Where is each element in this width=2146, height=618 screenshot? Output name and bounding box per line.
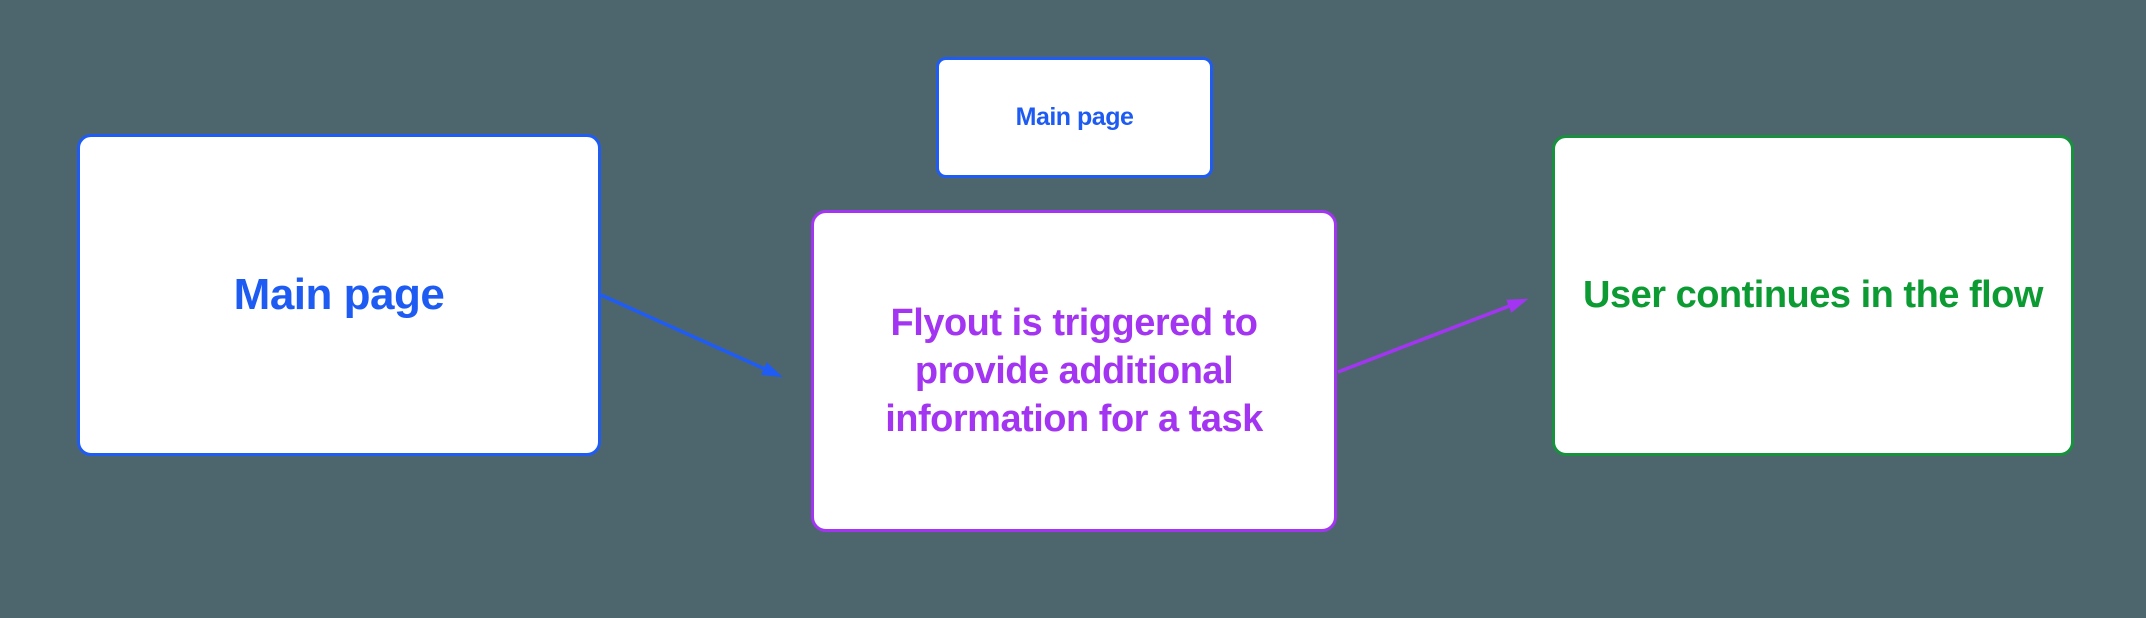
arrow-flyout-to-continue[interactable] xyxy=(1337,298,1529,374)
node-main-page-label: Main page xyxy=(233,270,445,319)
node-flyout-label-line3: information for a task xyxy=(885,398,1263,441)
arrow-main-page-to-flyout[interactable] xyxy=(600,293,783,378)
node-continue-flow-label: User continues in the flow xyxy=(1583,274,2043,316)
node-main-page[interactable]: Main page xyxy=(77,134,601,456)
node-main-page-small-label: Main page xyxy=(1015,103,1134,131)
node-flyout[interactable]: Flyout is triggered to provide additiona… xyxy=(811,210,1337,532)
node-flyout-label-line1: Flyout is triggered to xyxy=(890,301,1258,344)
node-continue-flow[interactable]: User continues in the flow xyxy=(1552,135,2074,456)
node-main-page-small[interactable]: Main page xyxy=(936,57,1213,178)
node-flyout-label-line2: provide additional xyxy=(914,349,1234,392)
node-flyout-label: Flyout is triggered to provide additiona… xyxy=(885,299,1263,444)
